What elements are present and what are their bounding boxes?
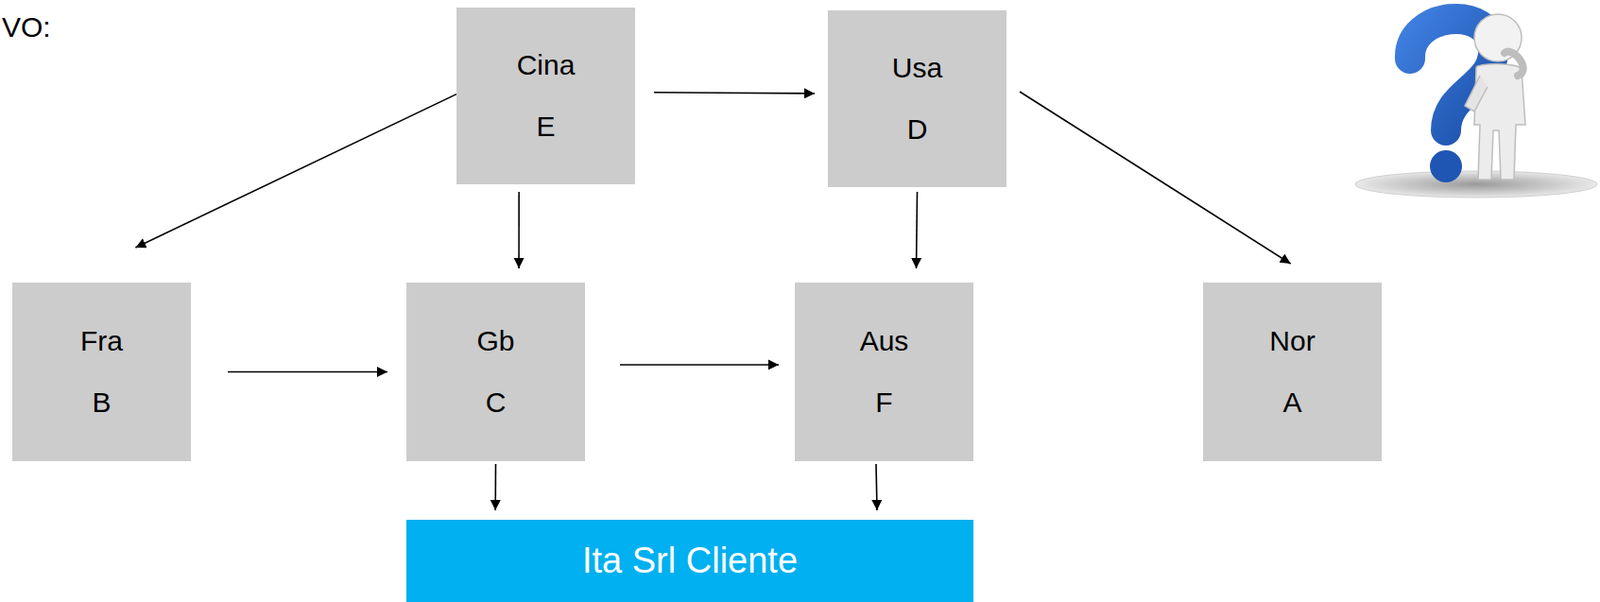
node-name: Aus	[860, 325, 910, 359]
flow-arrow	[517, 191, 520, 269]
node-name: Nor	[1269, 325, 1315, 359]
flow-arrow	[135, 94, 457, 248]
heading-fragment: VO:	[1, 11, 52, 44]
client-band: Ita Srl Cliente	[406, 519, 974, 602]
node-name: Gb	[476, 325, 515, 359]
country-box: AusF	[794, 282, 974, 462]
flow-arrow	[1019, 91, 1291, 264]
flow-arrow	[653, 92, 815, 94]
flow-arrow	[619, 363, 779, 366]
flow-arrow	[227, 371, 388, 374]
node-name: Usa	[892, 51, 943, 86]
node-name: Cina	[516, 49, 576, 83]
node-code: E	[535, 110, 555, 144]
country-box: FraB	[12, 282, 191, 462]
node-name: Ita Srl Cliente	[582, 540, 798, 583]
country-box: GbC	[406, 282, 585, 462]
node-code: A	[1282, 386, 1302, 420]
question-icon	[1355, 14, 1598, 198]
node-name: Fra	[80, 325, 123, 359]
node-code: D	[907, 113, 929, 147]
node-code: B	[91, 386, 111, 420]
country-box: NorA	[1203, 282, 1382, 462]
node-code: C	[485, 386, 507, 420]
country-box: UsaD	[827, 10, 1007, 188]
node-code: F	[875, 386, 893, 420]
country-box: CinaE	[456, 7, 636, 185]
flow-arrow	[494, 464, 497, 511]
flow-arrow	[876, 464, 878, 511]
flow-arrow	[915, 191, 919, 269]
